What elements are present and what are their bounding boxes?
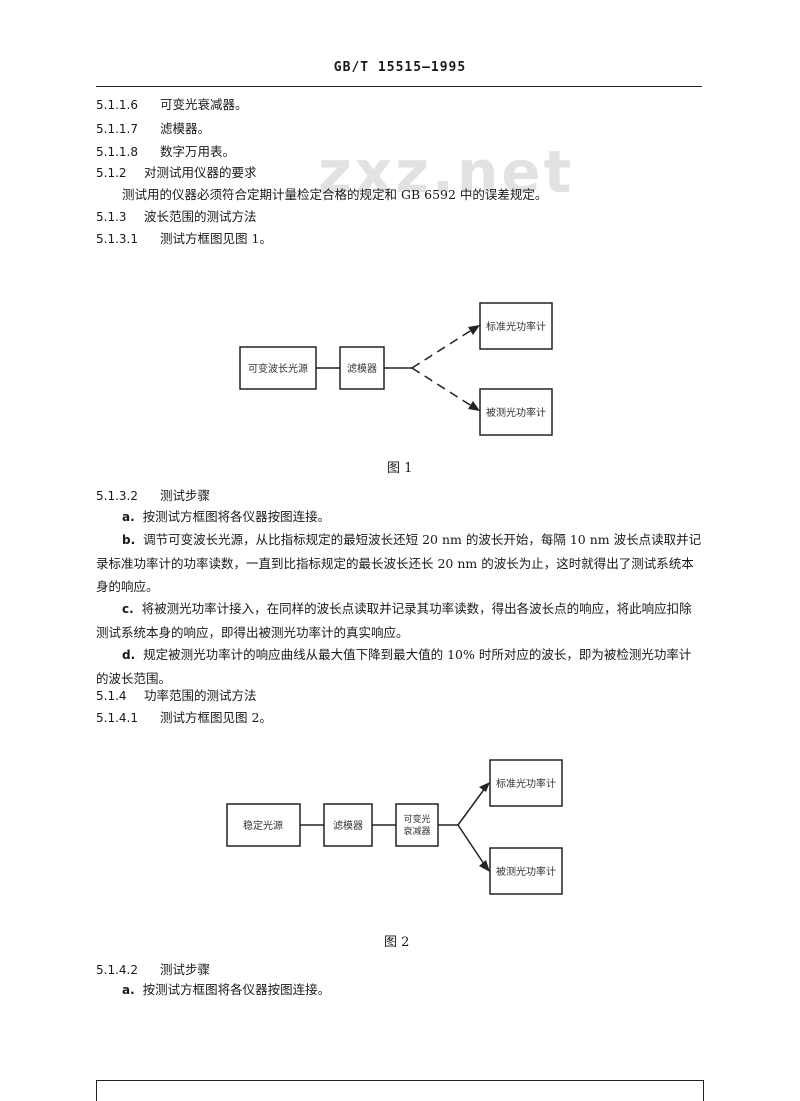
fig1-label-source: 可变波长光源 — [248, 362, 308, 375]
fig1-label-mode-filter: 滤模器 — [347, 362, 377, 375]
item-512-body: 测试用的仪器必须符合定期计量检定合格的规定和 GB 6592 中的误差规定。 — [122, 187, 548, 202]
standard-header: GB/T 15515—1995 — [333, 60, 467, 75]
fig1-box-standard-meter — [479, 302, 553, 350]
fig2-label-mode-filter: 滤模器 — [333, 819, 363, 832]
step-5132-a: a. 按测试方框图将各仪器按图连接。 — [122, 509, 331, 524]
fig2-box-attenuator — [395, 803, 439, 847]
fig2-label-test-meter: 被测光功率计 — [496, 865, 556, 878]
fig2-label-standard-meter: 标准光功率计 — [496, 777, 556, 790]
fig2-label-attenuator-2: 衰减器 — [403, 825, 430, 837]
step-5132-b: b. 调节可变波长光源，从比指标规定的最短波长还短 20 nm 的波长开始，每隔… — [96, 532, 702, 594]
step-5132-d: d. 规定被测光功率计的响应曲线从最大值下降到最大值的 10% 时所对应的波长，… — [96, 647, 692, 686]
figure-1-caption: 图 1 — [387, 461, 413, 476]
fig1-label-test-meter: 被测光功率计 — [486, 406, 546, 419]
fig2-box-standard-meter — [489, 759, 563, 807]
fig1-box-test-meter — [479, 388, 553, 436]
figure-2-diagram: 稳定光源 滤模器 可变光 衰减器 标准光功率计 被测光功率计 — [226, 759, 563, 895]
fig2-label-attenuator-1: 可变光 — [403, 813, 430, 825]
fig1-label-standard-meter: 标准光功率计 — [486, 320, 546, 333]
figure-2-caption: 图 2 — [384, 935, 410, 950]
fig2-label-stable-source: 稳定光源 — [243, 819, 283, 832]
fig2-box-test-meter — [489, 847, 563, 895]
header-rule — [96, 86, 702, 87]
step-5142-a: a. 按测试方框图将各仪器按图连接。 — [122, 982, 331, 997]
step-5132-c: c. 将被测光功率计接入，在同样的波长点读取并记录其功率读数，得出各波长点的响应… — [96, 601, 692, 640]
figure-1-diagram: 可变波长光源 滤模器 标准光功率计 被测光功率计 — [239, 302, 553, 436]
